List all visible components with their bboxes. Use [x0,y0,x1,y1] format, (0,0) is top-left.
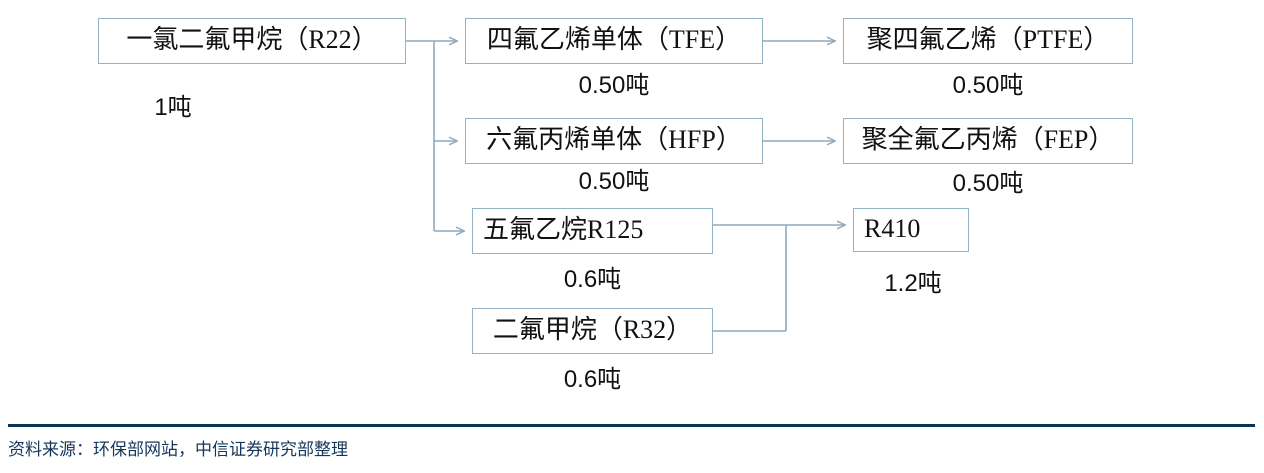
flowchart-canvas: 一氯二氟甲烷（R22） 1吨 四氟乙烯单体（TFE） 0.50吨 聚四氟乙烯（P… [98,18,1133,393]
node-r22[interactable]: 一氯二氟甲烷（R22） [98,18,406,64]
node-r410[interactable]: R410 [853,208,969,252]
node-r125-label: 五氟乙烷R125 [483,215,644,244]
node-r22-label: 一氯二氟甲烷（R22） [126,25,378,54]
footer-divider [8,424,1255,427]
node-tfe-quantity: 0.50吨 [578,72,650,99]
node-fep[interactable]: 聚全氟乙丙烯（FEP） [843,118,1133,164]
source-note: 资料来源：环保部网站，中信证券研究部整理 [8,440,348,459]
node-r22-quantity: 1吨 [154,94,192,121]
node-r410-quantity: 1.2吨 [884,270,942,297]
node-ptfe[interactable]: 聚四氟乙烯（PTFE） [843,18,1133,64]
node-r32[interactable]: 二氟甲烷（R32） [472,308,713,354]
node-hfp[interactable]: 六氟丙烯单体（HFP） [465,118,763,164]
node-fep-label: 聚全氟乙丙烯（FEP） [861,125,1115,154]
node-ptfe-quantity: 0.50吨 [952,72,1024,99]
node-tfe[interactable]: 四氟乙烯单体（TFE） [465,18,763,64]
node-hfp-label: 六氟丙烯单体（HFP） [486,125,742,154]
node-ptfe-label: 聚四氟乙烯（PTFE） [866,25,1110,54]
node-r32-label: 二氟甲烷（R32） [492,315,693,344]
node-r32-quantity: 0.6吨 [563,366,622,393]
node-r125[interactable]: 五氟乙烷R125 [472,208,713,254]
node-r410-label: R410 [864,214,921,243]
node-r125-quantity: 0.6吨 [563,266,622,293]
node-fep-quantity: 0.50吨 [952,170,1024,197]
node-hfp-quantity: 0.50吨 [578,168,650,195]
node-tfe-label: 四氟乙烯单体（TFE） [486,25,742,54]
